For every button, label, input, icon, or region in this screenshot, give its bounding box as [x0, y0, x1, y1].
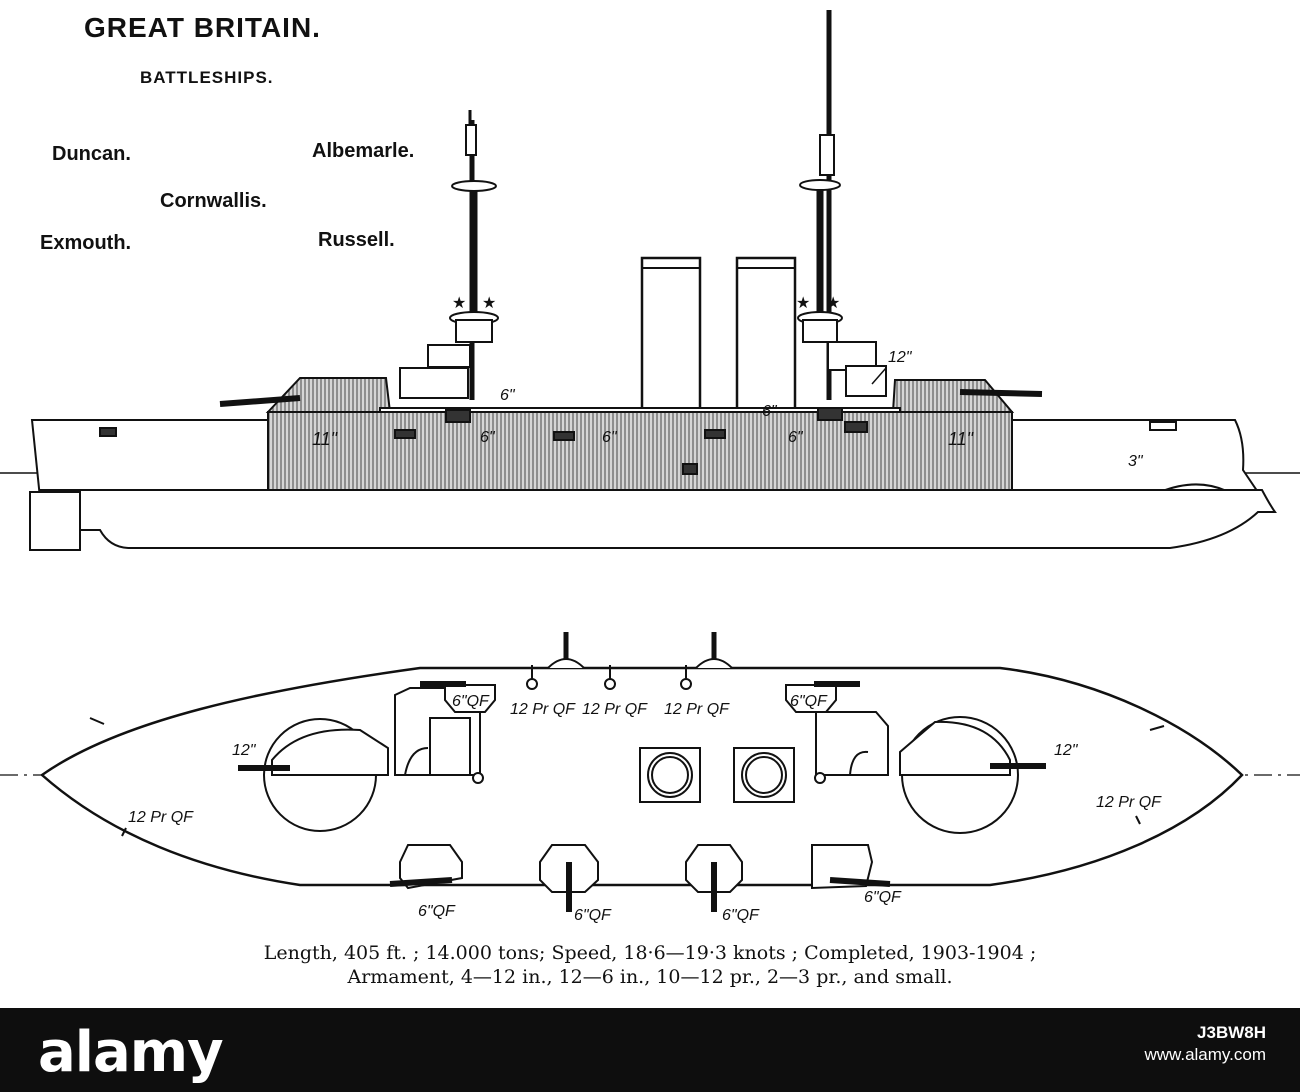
rudder: [29, 491, 81, 551]
stern-armour-label: 11": [948, 429, 975, 449]
svg-text:★: ★: [452, 295, 466, 312]
main-mast: ★ ★: [796, 10, 843, 400]
casemate-top-right: [785, 684, 837, 713]
ship-name-exmouth: Exmouth.: [40, 232, 132, 254]
qf6-bottom-label-1: 6"QF: [418, 903, 456, 920]
qf12-right-label: 12 Pr QF: [1096, 794, 1162, 811]
watermark-image-id: J3BW8H: [1197, 1023, 1266, 1042]
watermark-logo: alamy: [38, 1020, 224, 1085]
ship-name-russell: Russell.: [318, 229, 395, 251]
belt-end-label: 3": [1128, 453, 1144, 470]
fore-12in-gun: [219, 395, 301, 407]
aft-12in-gun: [959, 389, 1043, 397]
gun-6in-label-c: 6": [602, 429, 618, 446]
qf12-top-label-3: 12 Pr QF: [664, 701, 730, 718]
watermark-banner: [0, 1008, 1300, 1092]
forward-funnel: [640, 256, 702, 412]
aft-barbette: [891, 379, 1015, 413]
specification-line-2: Armament, 4—12 in., 12—6 in., 10—12 pr.,…: [347, 966, 953, 988]
gun-6in-label-e: 6": [788, 429, 804, 446]
gun-6in-label-d: 6": [762, 403, 778, 420]
ship-name-duncan: Duncan.: [52, 143, 131, 165]
main-gun-left-label: 12": [232, 742, 257, 759]
hull-lower: [39, 489, 1277, 549]
qf12-top-label-2: 12 Pr QF: [582, 701, 648, 718]
gun-6in-label-b: 6": [480, 429, 496, 446]
watermark-meta: J3BW8H www.alamy.com: [1144, 1022, 1266, 1066]
page-title: GREAT BRITAIN.: [84, 12, 321, 43]
qf12-top-label-1: 12 Pr QF: [510, 701, 576, 718]
ship-name-cornwallis: Cornwallis.: [160, 190, 267, 212]
qf12-left-label: 12 Pr QF: [128, 809, 194, 826]
svg-text:★: ★: [482, 295, 496, 312]
aft-turret: [899, 716, 1046, 834]
fore-mast: ★ ★: [449, 110, 499, 400]
fore-barbette: [265, 377, 392, 413]
casemate-bottom-1: [399, 844, 463, 890]
page-subtitle: BATTLESHIPS.: [140, 68, 274, 87]
svg-text:★: ★: [796, 295, 810, 312]
qf6-top-left-label: 6"QF: [452, 693, 490, 710]
aft-funnel: [735, 256, 797, 412]
specification-line-1: Length, 405 ft. ; 14.000 tons; Speed, 18…: [263, 942, 1037, 964]
casemate-bottom-4: [811, 844, 874, 890]
bow-armour-label: 11": [312, 429, 339, 449]
gun-12in-label: 12": [888, 349, 913, 366]
qf6-bottom-label-2: 6"QF: [574, 907, 612, 924]
profile-view: ★ ★ ★ ★: [0, 10, 1300, 551]
qf6-bottom-label-4: 6"QF: [864, 889, 902, 906]
aft-funnel-plan: [733, 747, 795, 803]
svg-text:★: ★: [826, 295, 840, 312]
armour-belt: [267, 411, 1013, 491]
ship-name-albemarle: Albemarle.: [312, 140, 415, 162]
fore-turret: [238, 718, 389, 832]
fore-bridge: [427, 344, 471, 368]
main-gun-right-label: 12": [1054, 742, 1079, 759]
aft-superstructure: [815, 711, 889, 776]
qf6-bottom-label-3: 6"QF: [722, 907, 760, 924]
plan-view: 12" 12" 12 Pr QF 12 Pr QF 12 Pr QF 12 Pr…: [0, 632, 1300, 924]
watermark-site: www.alamy.com: [1144, 1045, 1266, 1064]
forward-funnel-plan: [639, 747, 701, 803]
ship-drawing: ★ ★ ★ ★: [0, 10, 1300, 924]
gun-6in-label-a: 6": [500, 387, 516, 404]
qf6-top-right-label: 6"QF: [790, 693, 828, 710]
